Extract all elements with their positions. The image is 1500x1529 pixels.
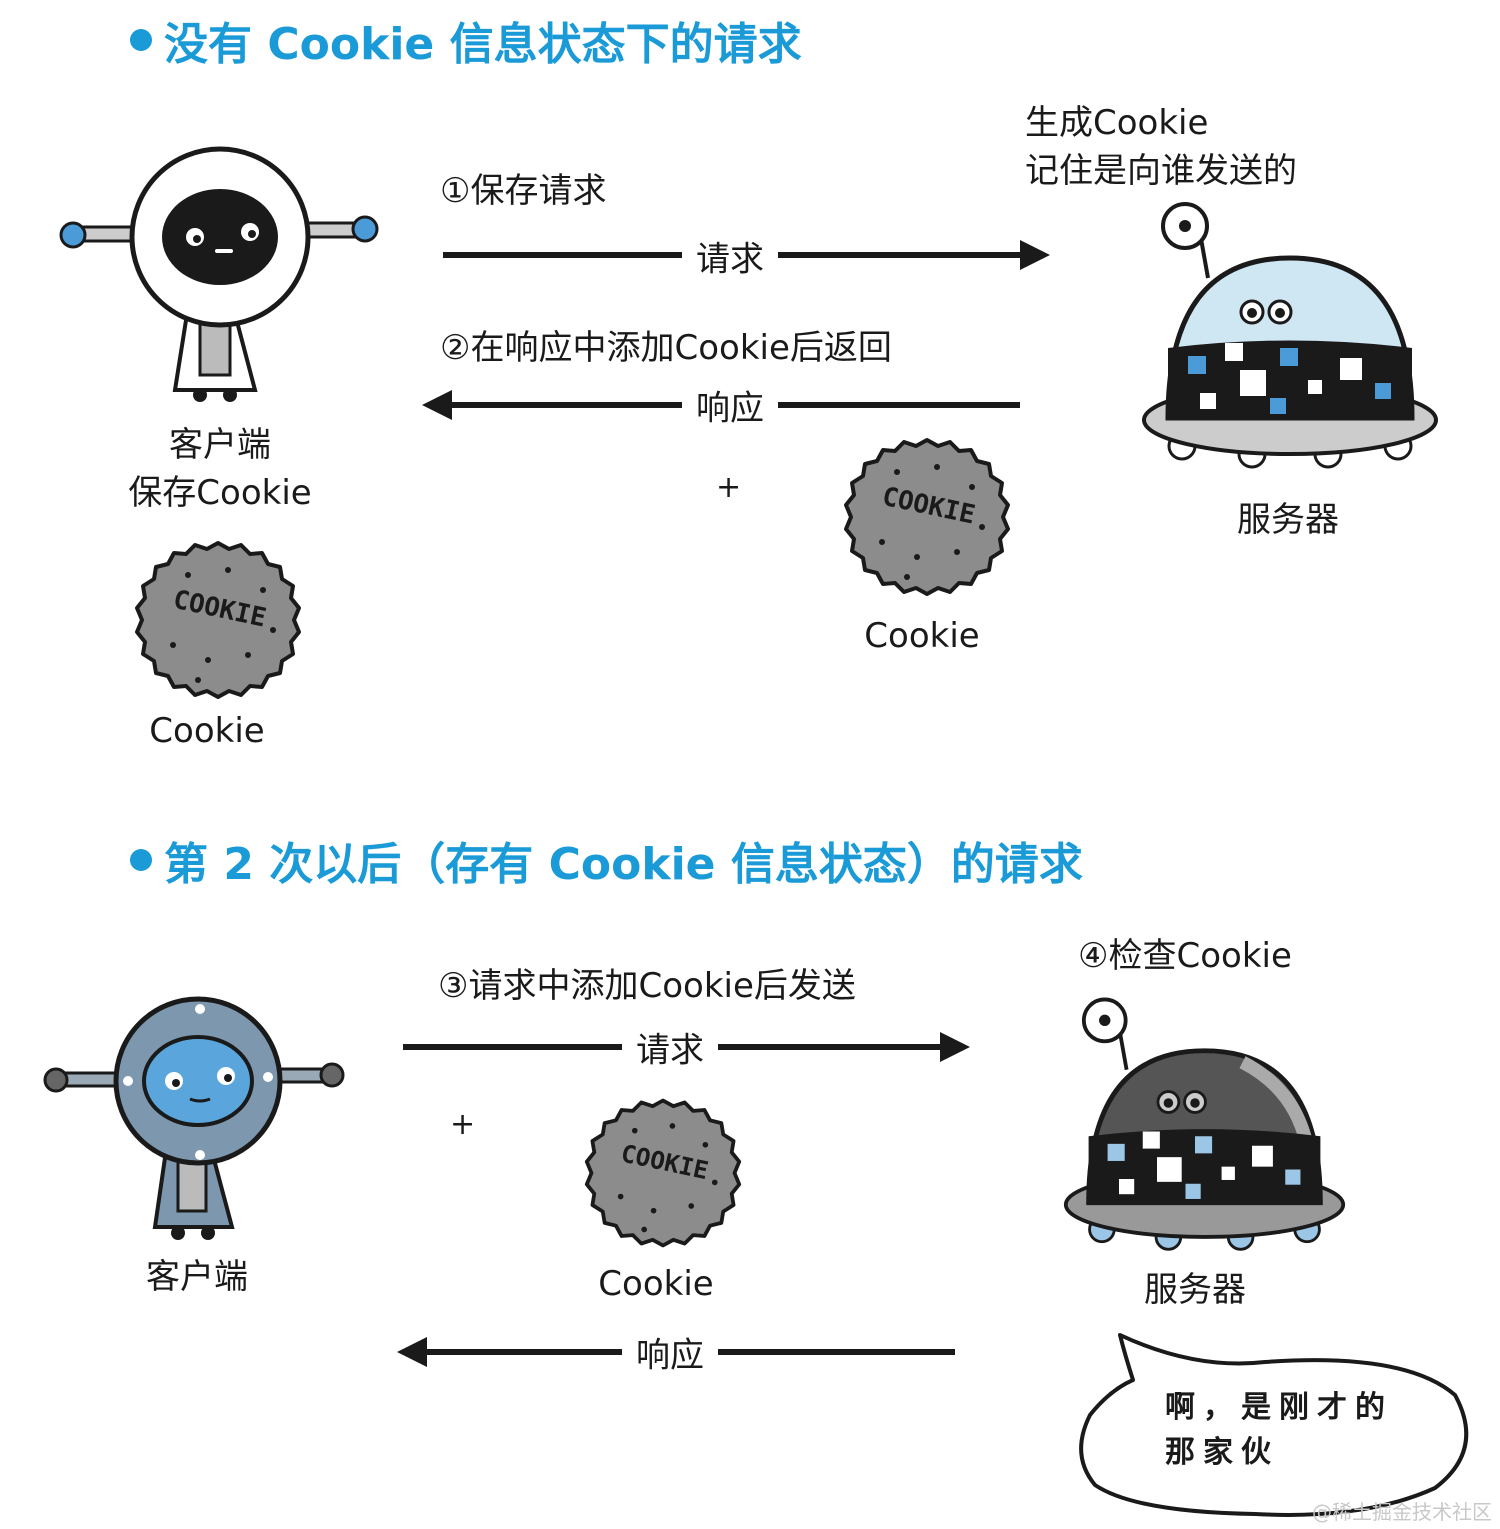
client-label-line2: 保存Cookie (128, 472, 312, 513)
client-label: 客户端 保存Cookie (128, 422, 311, 517)
server-robot-icon (1063, 997, 1346, 1251)
request-label-1: 请求 (682, 231, 778, 281)
server-note-line1: 生成Cookie (1025, 103, 1209, 143)
section1-title: 没有 Cookie 信息状态下的请求 (130, 8, 802, 72)
server-label-2: 服务器 (1144, 1270, 1246, 1310)
server-note-line2: 记住是向谁发送的 (1025, 150, 1297, 191)
title-bullet-icon (130, 29, 152, 51)
client-cookie-icon: COOKIE (133, 535, 303, 705)
client-cookie-label: Cookie (149, 711, 265, 751)
response-cookie-icon: COOKIE (842, 432, 1012, 602)
response-label-1: 响应 (682, 380, 778, 430)
section1-title-text: 没有 Cookie 信息状态下的请求 (164, 19, 802, 70)
step4-label: ④检查Cookie (1078, 936, 1292, 976)
step1-label: ①保存请求 (440, 171, 607, 211)
server-robot-icon (1142, 202, 1438, 469)
speech-bubble-line1: 啊，是刚才的 (1165, 1390, 1393, 1425)
watermark: @稀土掘金技术社区 (1312, 1500, 1492, 1524)
plus-sign-1: + (716, 470, 742, 505)
request-label-2: 请求 (622, 1022, 718, 1072)
response-label-2: 响应 (622, 1327, 718, 1377)
server-label: 服务器 (1237, 500, 1339, 540)
client-robot-icon (43, 996, 345, 1240)
plus-sign-2: + (450, 1107, 476, 1142)
speech-bubble-line2: 那家伙 (1165, 1435, 1279, 1470)
client-label-line1: 客户端 (169, 425, 271, 465)
response-cookie-label: Cookie (864, 616, 980, 656)
client-robot-icon (59, 146, 379, 402)
request-cookie-label: Cookie (598, 1264, 714, 1304)
step3-label: ③请求中添加Cookie后发送 (438, 966, 856, 1006)
speech-bubble (1079, 1333, 1469, 1517)
title-bullet-icon (130, 849, 152, 871)
server-note: 生成Cookie 记住是向谁发送的 (1025, 100, 1297, 195)
speech-bubble-text: 啊，是刚才的 那家伙 (1165, 1385, 1393, 1475)
section2-title-text: 第 2 次以后（存有 Cookie 信息状态）的请求 (164, 839, 1083, 890)
client-label-2: 客户端 (146, 1257, 248, 1297)
step2-label: ②在响应中添加Cookie后返回 (440, 328, 892, 368)
request-cookie-icon: COOKIE (583, 1093, 743, 1253)
section2-title: 第 2 次以后（存有 Cookie 信息状态）的请求 (130, 828, 1083, 892)
